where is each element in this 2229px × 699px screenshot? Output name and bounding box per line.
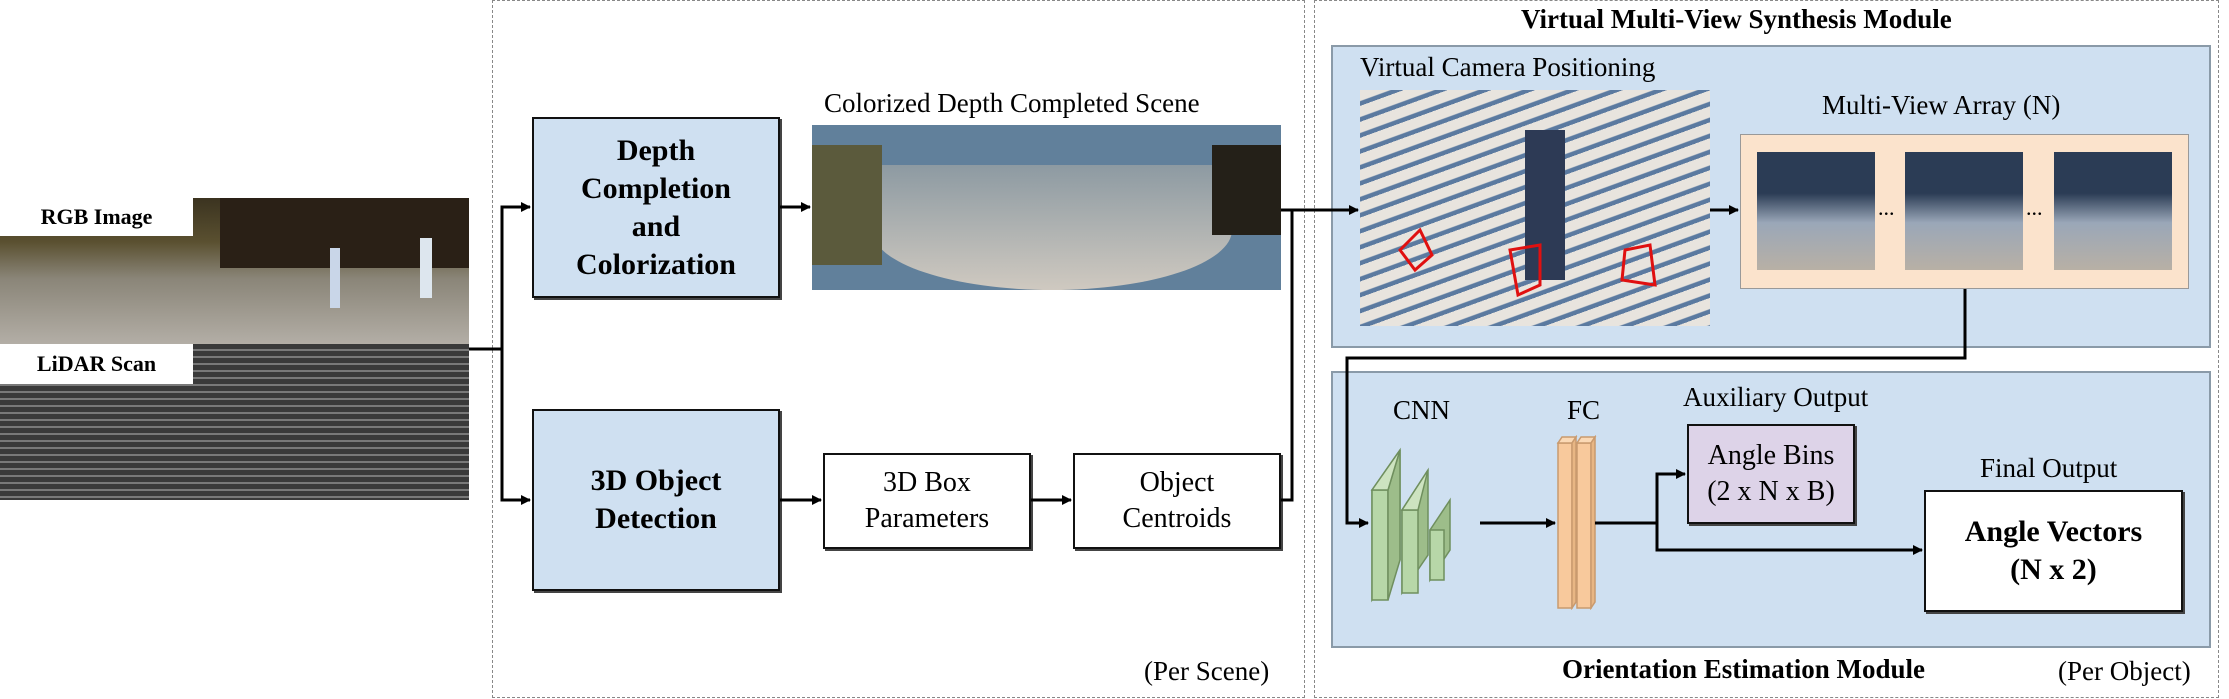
fc-icon [1556,435,1597,610]
colorized-scene-image [812,125,1281,290]
virtual-camera-image [1360,90,1710,326]
colorized-scene-label: Colorized Depth Completed Scene [824,88,1200,118]
auxiliary-output-label: Auxiliary Output [1683,382,1869,412]
multi-view-array: ... ... [1740,134,2189,289]
rgb-image [0,198,469,344]
cnn-icon [1370,447,1451,603]
angle-bins-box: Angle Bins(2 x N x B) [1687,424,1855,524]
fc-label: FC [1567,395,1601,425]
multi-view-array-label: Multi-View Array (N) [1822,90,2061,120]
per-object-label: (Per Object) [2058,656,2191,686]
orientation-module-title: Orientation Estimation Module [1562,654,1925,684]
synthesis-module-title: Virtual Multi-View Synthesis Module [1521,4,1952,34]
view-n [2054,152,2172,270]
view-2 [1905,152,2023,270]
final-output-label: Final Output [1980,453,2118,483]
3d-bounding-boxes [1398,227,1657,298]
bbox-3 [1620,243,1657,287]
ellipsis-1: ... [1878,195,1895,220]
ellipsis-2: ... [2026,195,2043,220]
bbox-2 [1508,243,1542,298]
virtual-camera-label: Virtual Camera Positioning [1360,52,1656,82]
cnn-label: CNN [1393,395,1451,425]
rgb-image-label: RGB Image [0,198,193,236]
angle-vectors-box: Angle Vectors(N x 2) [1924,490,2183,612]
per-scene-label: (Per Scene) [1144,656,1270,686]
view-1 [1757,152,1875,270]
bbox-1 [1398,227,1434,273]
lidar-scan-label: LiDAR Scan [0,344,193,384]
